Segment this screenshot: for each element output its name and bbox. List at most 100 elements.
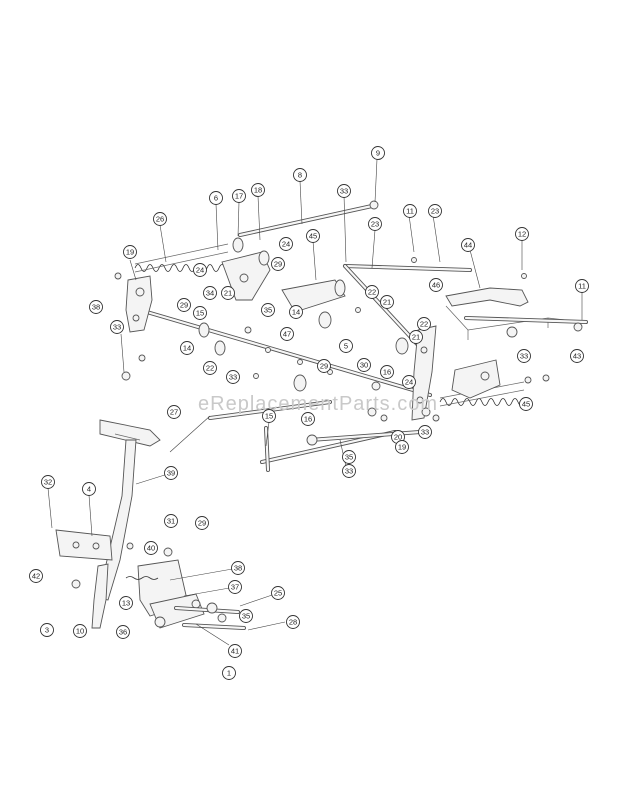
callout-29-a: 29 [271, 257, 285, 271]
cross-shaft [138, 308, 432, 397]
svg-text:16: 16 [383, 368, 391, 377]
callout-7: 19 [395, 440, 409, 454]
svg-text:24: 24 [196, 266, 204, 275]
pedal-assembly [55, 419, 246, 630]
svg-text:28: 28 [289, 618, 297, 627]
svg-text:1: 1 [227, 669, 231, 678]
svg-text:32: 32 [44, 478, 52, 487]
callout-14-a: 14 [180, 341, 194, 355]
svg-text:11: 11 [406, 207, 414, 216]
svg-text:14: 14 [183, 344, 191, 353]
callout-1: 1 [222, 666, 236, 680]
rod-8 [238, 200, 379, 237]
svg-text:24: 24 [282, 240, 290, 249]
callout-39: 39 [164, 466, 178, 480]
svg-text:37: 37 [231, 583, 239, 592]
callout-44: 44 [461, 238, 475, 252]
callout-17: 17 [232, 189, 246, 203]
svg-text:45: 45 [522, 400, 530, 409]
svg-text:10: 10 [76, 627, 84, 636]
callout-33-a: 33 [110, 320, 124, 334]
callout-3: 3 [40, 623, 54, 637]
svg-text:21: 21 [224, 289, 232, 298]
svg-text:40: 40 [147, 544, 155, 553]
svg-text:36: 36 [119, 628, 127, 637]
svg-text:47: 47 [283, 330, 291, 339]
svg-text:34: 34 [206, 289, 214, 298]
svg-text:29: 29 [180, 301, 188, 310]
callout-33-d: 33 [517, 349, 531, 363]
svg-text:4: 4 [87, 485, 91, 494]
svg-text:35: 35 [264, 306, 272, 315]
svg-text:38: 38 [234, 564, 242, 573]
svg-text:16: 16 [304, 415, 312, 424]
svg-text:23: 23 [371, 220, 379, 229]
callout-15-b: 15 [262, 409, 276, 423]
callout-31: 31 [164, 514, 178, 528]
svg-text:15: 15 [196, 309, 204, 318]
callout-29-c: 29 [317, 359, 331, 373]
callout-24-c: 24 [402, 375, 416, 389]
callout-21-c: 21 [409, 330, 423, 344]
callout-8: 8 [293, 168, 307, 182]
callout-25: 25 [271, 586, 285, 600]
callout-33-c: 33 [337, 184, 351, 198]
callout-32: 32 [41, 475, 55, 489]
callout-37: 37 [228, 580, 242, 594]
callouts: 9 8 18 17 6 26 19 24 29 24 34 38 29 15 3… [29, 146, 589, 680]
svg-text:20: 20 [394, 433, 402, 442]
callout-16-b: 16 [301, 412, 315, 426]
callout-23-b: 23 [428, 204, 442, 218]
callout-45-a: 45 [306, 229, 320, 243]
sleeve-45 [281, 279, 346, 313]
svg-text:19: 19 [398, 443, 406, 452]
spring-13 [125, 576, 159, 580]
svg-text:3: 3 [45, 626, 49, 635]
callout-30: 30 [357, 358, 371, 372]
callout-35-b: 35 [342, 450, 356, 464]
callout-24-a: 24 [279, 237, 293, 251]
link-15 [264, 426, 270, 472]
callout-11-b: 11 [575, 279, 589, 293]
svg-text:33: 33 [229, 373, 237, 382]
svg-text:39: 39 [167, 469, 175, 478]
svg-text:38: 38 [92, 303, 100, 312]
callout-12: 12 [515, 227, 529, 241]
svg-text:33: 33 [113, 323, 121, 332]
svg-text:23: 23 [431, 207, 439, 216]
callout-29-b: 29 [177, 298, 191, 312]
svg-text:22: 22 [420, 320, 428, 329]
callout-29-d: 29 [195, 516, 209, 530]
callout-6: 6 [209, 191, 223, 205]
callout-46: 46 [429, 278, 443, 292]
pedal-27 [99, 419, 161, 447]
panel-44 [445, 287, 588, 340]
svg-text:15: 15 [265, 412, 273, 421]
callout-14-b: 14 [289, 305, 303, 319]
bracket-left [125, 275, 153, 333]
svg-text:33: 33 [421, 428, 429, 437]
bracket-43 [451, 359, 501, 399]
svg-text:8: 8 [298, 171, 302, 180]
svg-text:29: 29 [198, 519, 206, 528]
svg-text:46: 46 [432, 281, 440, 290]
svg-text:42: 42 [32, 572, 40, 581]
callout-35-c: 35 [239, 609, 253, 623]
callout-41: 41 [228, 644, 242, 658]
watermark-text: eReplacementParts.com [198, 393, 438, 415]
svg-text:14: 14 [292, 308, 300, 317]
svg-text:11: 11 [578, 282, 586, 291]
svg-text:33: 33 [340, 187, 348, 196]
arm-46 [411, 325, 437, 421]
svg-text:12: 12 [518, 230, 526, 239]
bolts [71, 542, 246, 630]
callout-38-a: 38 [89, 300, 103, 314]
collars [198, 237, 409, 392]
callout-26: 26 [153, 212, 167, 226]
callout-9: 9 [371, 146, 385, 160]
svg-text:5: 5 [344, 342, 348, 351]
callout-34: 34 [203, 286, 217, 300]
svg-text:22: 22 [206, 364, 214, 373]
callout-16-a: 16 [380, 365, 394, 379]
callout-21-b: 21 [380, 295, 394, 309]
